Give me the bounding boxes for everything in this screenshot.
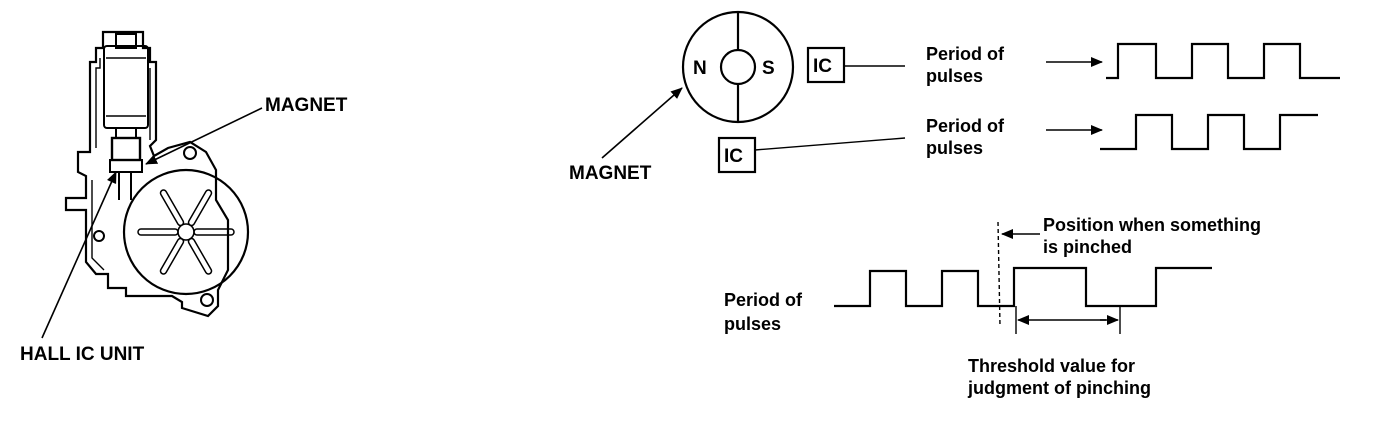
period-bottom-line2: pulses	[724, 314, 781, 334]
period-mid-line2: pulses	[926, 138, 983, 158]
ic-bottom-label: IC	[724, 146, 743, 167]
threshold-line1: Threshold value for	[968, 356, 1135, 376]
ic-sensor-top	[806, 46, 846, 84]
motor-housing-outline	[64, 30, 230, 318]
period-mid-line1: Period of	[926, 116, 1005, 136]
period-top-line2: pulses	[926, 66, 983, 86]
ring-magnet-inner	[719, 48, 757, 86]
pinched-position-line2: is pinched	[1043, 237, 1132, 257]
commutator	[115, 127, 137, 139]
hall-ic-leader	[41, 171, 117, 339]
period-bottom-line1: Period of	[724, 290, 803, 310]
ring-magnet: N S	[681, 10, 795, 124]
pinched-position-line1: Position when something	[1043, 215, 1261, 235]
armature-cap	[115, 33, 137, 49]
magnet-block	[110, 136, 142, 162]
gear-hub	[177, 223, 195, 241]
motor-housing-inner	[91, 58, 151, 271]
hall-ic-unit-label: HALL IC UNIT	[20, 344, 145, 365]
pole-s-label: S	[762, 58, 775, 79]
gear-spokes	[137, 189, 235, 275]
magnet-label-left: MAGNET	[265, 95, 348, 116]
ic-bottom-connector	[754, 137, 906, 151]
ic-sensor-bottom	[717, 136, 757, 174]
magnet-leader-left	[145, 107, 263, 165]
pulse-wave-pinch	[834, 266, 1212, 308]
pulse-wave-mid	[1100, 113, 1318, 151]
mount-hole-bottom	[200, 293, 214, 307]
mount-hole-left	[93, 230, 105, 242]
mount-hole-top	[183, 146, 197, 160]
motor-assembly-drawing	[64, 30, 250, 318]
period-top-line1: Period of	[926, 44, 1005, 64]
armature-bands	[106, 57, 146, 117]
pole-n-label: N	[693, 58, 707, 79]
ic-top-label: IC	[813, 56, 832, 77]
magnet-label-right: MAGNET	[569, 163, 652, 184]
gear-wheel	[122, 168, 250, 296]
hall-ic-block	[109, 159, 143, 173]
pulse-wave-top	[1106, 42, 1340, 80]
magnet-leader-right	[601, 87, 683, 159]
threshold-line2: judgment of pinching	[967, 378, 1151, 398]
pinch-position-dashed-line	[997, 221, 1001, 327]
